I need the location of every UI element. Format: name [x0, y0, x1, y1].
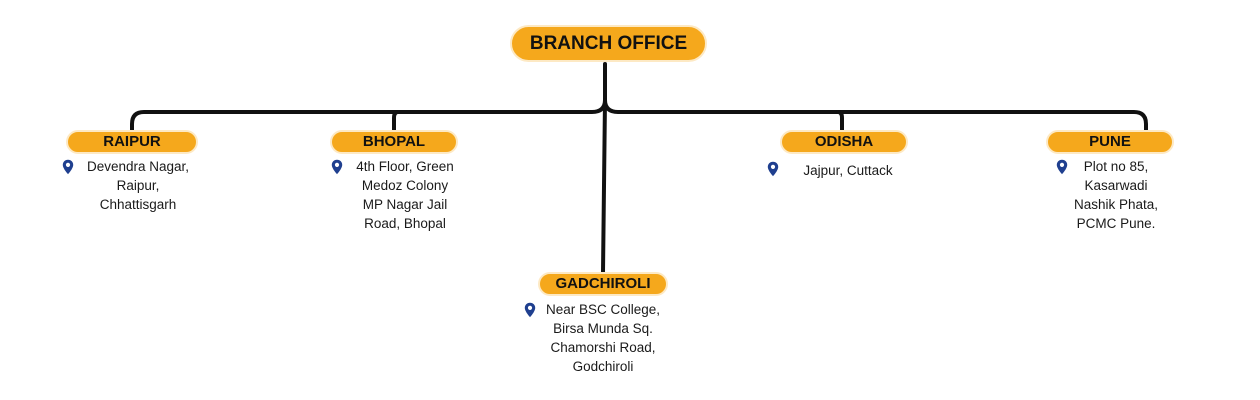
address-line: MP Nagar Jail	[362, 197, 448, 212]
address-odisha: Jajpur, Cuttack	[786, 161, 910, 180]
connector-odisha	[836, 110, 844, 134]
address-line: PCMC Pune.	[1076, 216, 1156, 231]
map-pin-icon	[331, 159, 343, 175]
connector-right	[603, 98, 1148, 134]
root-node-branch-office: BRANCH OFFICE	[510, 25, 707, 62]
branch-pill-raipur: RAIPUR	[66, 130, 198, 154]
address-line: Chamorshi Road,	[550, 340, 656, 355]
address-line: Kasarwadi	[1084, 178, 1148, 193]
map-pin-icon	[524, 302, 536, 318]
branch-pill-pune: PUNE	[1046, 130, 1174, 154]
address-pune: Plot no 85, Kasarwadi Nashik Phata, PCMC…	[1054, 157, 1178, 233]
address-line: Birsa Munda Sq.	[553, 321, 653, 336]
address-bhopal: 4th Floor, Green Medoz Colony MP Nagar J…	[342, 157, 468, 233]
connector-left	[130, 98, 607, 134]
address-line: Medoz Colony	[361, 178, 449, 193]
address-line: Jajpur, Cuttack	[803, 163, 893, 178]
branch-pill-odisha: ODISHA	[780, 130, 908, 154]
connector-gadchiroli	[601, 98, 607, 274]
address-line: Devendra Nagar,	[86, 159, 190, 174]
address-line: Chhattisgarh	[99, 197, 177, 212]
branch-pill-bhopal: BHOPAL	[330, 130, 458, 154]
map-pin-icon	[767, 161, 779, 177]
address-line: Near BSC College,	[545, 302, 661, 317]
address-line: 4th Floor, Green	[356, 159, 454, 174]
map-pin-icon	[62, 159, 74, 175]
address-line: Nashik Phata,	[1073, 197, 1159, 212]
branch-pill-gadchiroli: GADCHIROLI	[538, 272, 668, 296]
address-line: Plot no 85,	[1083, 159, 1149, 174]
address-raipur: Devendra Nagar, Raipur, Chhattisgarh	[72, 157, 204, 214]
address-gadchiroli: Near BSC College, Birsa Munda Sq. Chamor…	[534, 300, 672, 376]
address-line: Road, Bhopal	[364, 216, 446, 231]
connector-bhopal	[392, 110, 400, 134]
address-line: Raipur,	[116, 178, 160, 193]
map-pin-icon	[1056, 159, 1068, 175]
address-line: Godchiroli	[572, 359, 634, 374]
